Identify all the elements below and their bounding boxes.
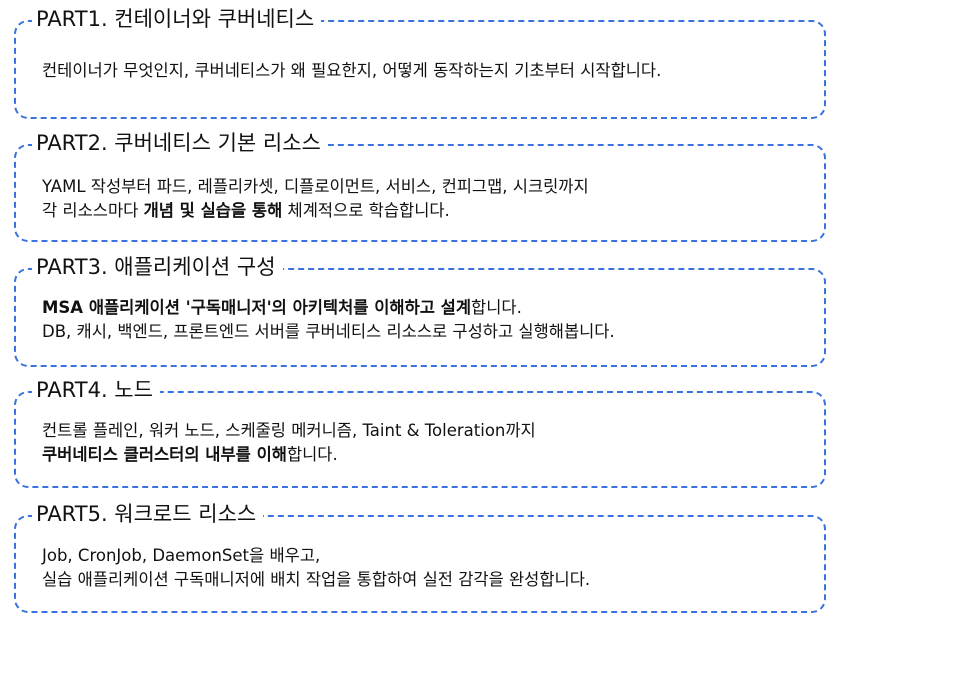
part1-title: PART1. 컨테이너와 쿠버네티스 <box>32 5 322 33</box>
description-line: 쿠버네티스 클러스터의 내부를 이해합니다. <box>42 443 814 467</box>
text-segment: 컨트롤 플레인, 워커 노드, 스케줄링 메커니즘, Taint & Toler… <box>42 421 536 440</box>
part3-title: PART3. 애플리케이션 구성 <box>32 253 283 281</box>
description-line: YAML 작성부터 파드, 레플리카셋, 디플로이먼트, 서비스, 컨피그맵, … <box>42 175 814 199</box>
description-line: 컨테이너가 무엇인지, 쿠버네티스가 왜 필요한지, 어떻게 동작하는지 기초부… <box>42 59 814 83</box>
part5-title: PART5. 워크로드 리소스 <box>32 500 264 528</box>
part2-title: PART2. 쿠버네티스 기본 리소스 <box>32 129 328 157</box>
part1-section: PART1. 컨테이너와 쿠버네티스 컨테이너가 무엇인지, 쿠버네티스가 왜 … <box>14 5 826 119</box>
part5-description: Job, CronJob, DaemonSet을 배우고, 실습 애플리케이션 … <box>42 544 814 592</box>
text-segment: 각 리소스마다 <box>42 201 144 220</box>
text-segment: 체계적으로 학습합니다. <box>282 201 450 220</box>
text-segment: Job, CronJob, DaemonSet을 배우고, <box>42 546 321 565</box>
part3-section: PART3. 애플리케이션 구성 MSA 애플리케이션 '구독매니저'의 아키텍… <box>14 253 826 367</box>
bold-text-segment: MSA 애플리케이션 '구독매니저'의 아키텍처를 이해하고 설계 <box>42 298 472 317</box>
part4-section: PART4. 노드 컨트롤 플레인, 워커 노드, 스케줄링 메커니즘, Tai… <box>14 376 826 488</box>
description-line: 실습 애플리케이션 구독매니저에 배치 작업을 통합하여 실전 감각을 완성합니… <box>42 568 814 592</box>
part1-description: 컨테이너가 무엇인지, 쿠버네티스가 왜 필요한지, 어떻게 동작하는지 기초부… <box>42 59 814 83</box>
description-line: DB, 캐시, 백엔드, 프론트엔드 서버를 쿠버네티스 리소스로 구성하고 실… <box>42 320 814 344</box>
part3-description: MSA 애플리케이션 '구독매니저'의 아키텍처를 이해하고 설계합니다. DB… <box>42 296 814 344</box>
description-line: Job, CronJob, DaemonSet을 배우고, <box>42 544 814 568</box>
part4-description: 컨트롤 플레인, 워커 노드, 스케줄링 메커니즘, Taint & Toler… <box>42 419 814 467</box>
part2-description: YAML 작성부터 파드, 레플리카셋, 디플로이먼트, 서비스, 컨피그맵, … <box>42 175 814 223</box>
text-segment: 합니다. <box>471 298 522 317</box>
part5-section: PART5. 워크로드 리소스 Job, CronJob, DaemonSet을… <box>14 500 826 613</box>
text-segment: DB, 캐시, 백엔드, 프론트엔드 서버를 쿠버네티스 리소스로 구성하고 실… <box>42 322 615 341</box>
text-segment: 합니다. <box>286 445 338 464</box>
part2-section: PART2. 쿠버네티스 기본 리소스 YAML 작성부터 파드, 레플리카셋,… <box>14 129 826 242</box>
text-segment: YAML 작성부터 파드, 레플리카셋, 디플로이먼트, 서비스, 컨피그맵, … <box>42 177 589 196</box>
bold-text-segment: 개념 및 실습을 통해 <box>143 201 283 220</box>
description-line: MSA 애플리케이션 '구독매니저'의 아키텍처를 이해하고 설계합니다. <box>42 296 814 320</box>
description-line: 컨트롤 플레인, 워커 노드, 스케줄링 메커니즘, Taint & Toler… <box>42 419 814 443</box>
description-line: 각 리소스마다 개념 및 실습을 통해 체계적으로 학습합니다. <box>42 199 814 223</box>
part4-title: PART4. 노드 <box>32 376 160 404</box>
bold-text-segment: 쿠버네티스 클러스터의 내부를 이해 <box>42 445 287 464</box>
text-segment: 컨테이너가 무엇인지, 쿠버네티스가 왜 필요한지, 어떻게 동작하는지 기초부… <box>42 61 662 80</box>
text-segment: 실습 애플리케이션 구독매니저에 배치 작업을 통합하여 실전 감각을 완성합니… <box>42 570 591 589</box>
